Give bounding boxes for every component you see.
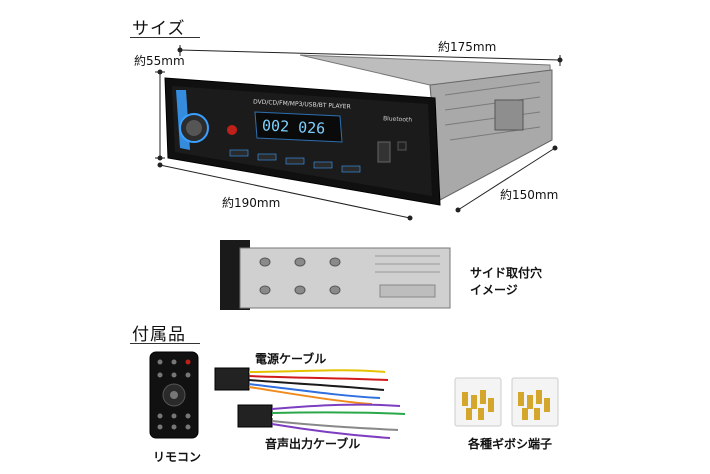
- dimension-height-label: 約55mm: [134, 54, 185, 68]
- power-cable-caption: 電源ケーブル: [255, 352, 327, 366]
- dimension-depth-side-label: 約150mm: [500, 188, 559, 202]
- terminals-caption: 各種ギボシ端子: [468, 437, 553, 451]
- dimension-depth-label: 約175mm: [438, 40, 497, 54]
- remote-caption: リモコン: [153, 450, 202, 464]
- dimension-lines: [155, 45, 561, 219]
- size-section-title: サイズ: [132, 19, 186, 39]
- side-mount-caption-line2: イメージ: [470, 283, 518, 297]
- size-title-underline: [130, 37, 200, 38]
- dimension-width-label: 約190mm: [222, 196, 281, 210]
- accessories-title-underline: [130, 343, 200, 344]
- side-mount-caption-line1: サイド取付穴: [470, 266, 543, 280]
- accessories-section-title: 付属品: [132, 325, 186, 345]
- audio-cable-caption: 音声出力ケーブル: [265, 437, 361, 451]
